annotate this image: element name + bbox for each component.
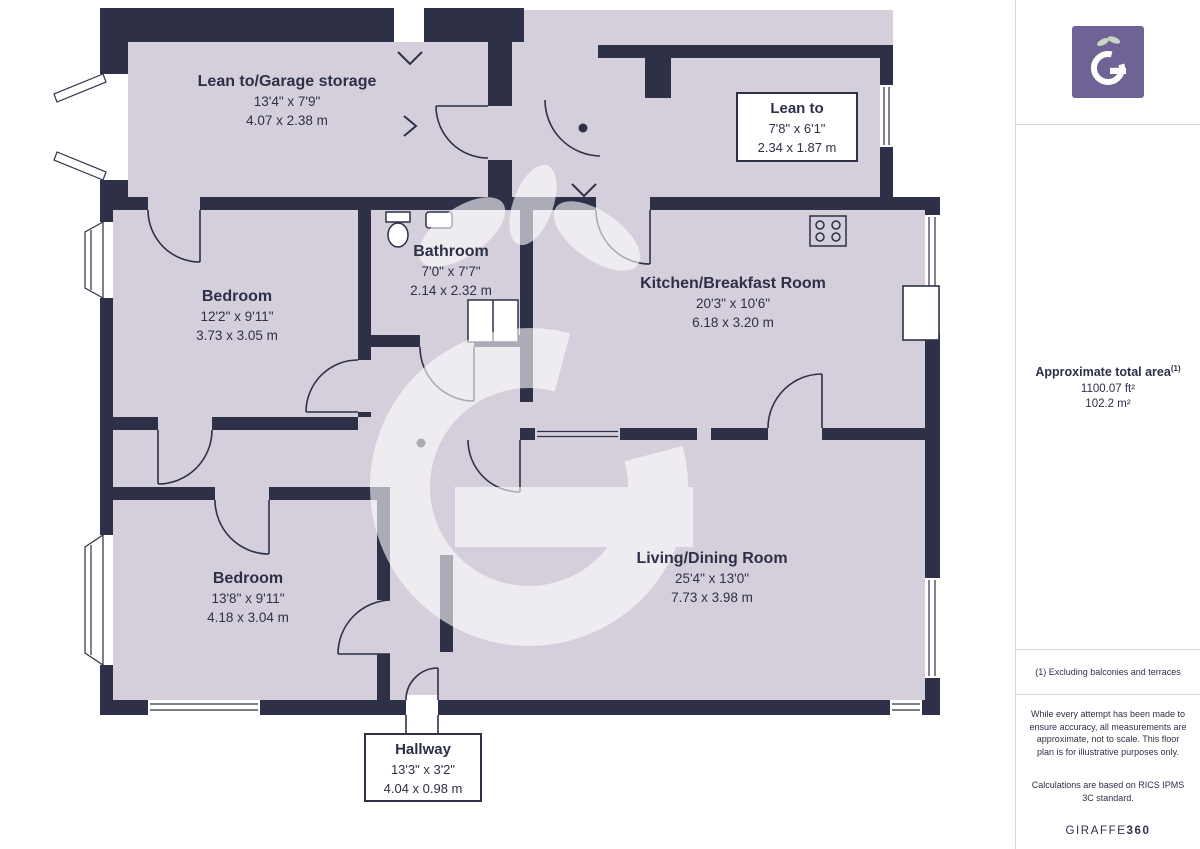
opening-arrow-entry [571, 183, 597, 198]
windows-layer [84, 87, 936, 736]
total-area-title: Approximate total area(1) [1035, 364, 1181, 380]
giraffe360-logo-icon [1072, 26, 1144, 98]
room-label-kitchen: Kitchen/Breakfast Room 20'3" x 10'6" 6.1… [640, 275, 826, 330]
room-label-garage-storage: Lean to/Garage storage 13'4" x 7'9" 4.07… [197, 73, 377, 128]
room-label-living-dining: Living/Dining Room 25'4" x 13'0" 7.73 x … [636, 550, 788, 605]
total-area-m: 102.2 m² [1085, 397, 1131, 410]
room-label-bathroom: Bathroom 7'0" x 7'7" 2.14 x 2.32 m [410, 243, 492, 298]
giraffe360-watermark-g [370, 164, 693, 646]
door-pivot-dot [578, 123, 588, 133]
room-label-hallway: Hallway 13'3" x 3'2" 4.04 x 0.98 m [364, 733, 482, 802]
disclaimer-text: While every attempt has been made to ens… [1029, 709, 1187, 757]
area-footnote: (1) Excluding balconies and terraces [1016, 650, 1200, 695]
kitchen-unit [902, 285, 940, 341]
room-label-lean-to: Lean to 7'8" x 6'1" 2.34 x 1.87 m [736, 92, 858, 162]
total-area-ft: 1100.07 ft² [1080, 382, 1136, 395]
area-footnote-marker: (1) [1170, 364, 1181, 374]
opening-arrow-down [397, 51, 423, 66]
floorplan-drawing [53, 8, 940, 736]
standard-text: Calculations are based on RICS IPMS 3C s… [1031, 780, 1185, 803]
giraffe360-wordmark: GIRAFFE360 [1065, 825, 1151, 837]
doors-layer [147, 51, 823, 701]
giraffe360-logo [1072, 26, 1144, 98]
toilet-tank [385, 211, 411, 223]
double-door-leaves [53, 73, 107, 181]
bay-window-top [84, 220, 104, 300]
hob-icon [809, 215, 847, 247]
opening-arrow-right [403, 115, 418, 137]
total-area-section: Approximate total area(1) 1100.07 ft² 10… [1016, 125, 1200, 650]
room-label-bedroom-top: Bedroom 12'2" x 9'11" 3.73 x 3.05 m [196, 288, 278, 343]
toilet-bowl [387, 222, 409, 248]
bay-window-bottom [84, 533, 104, 667]
legal-section: While every attempt has been made to ens… [1016, 695, 1200, 849]
info-sidebar: Approximate total area(1) 1100.07 ft² 10… [1015, 0, 1200, 849]
logo-section [1016, 0, 1200, 125]
room-label-bedroom-bottom: Bedroom 13'8" x 9'11" 4.18 x 3.04 m [207, 570, 289, 625]
